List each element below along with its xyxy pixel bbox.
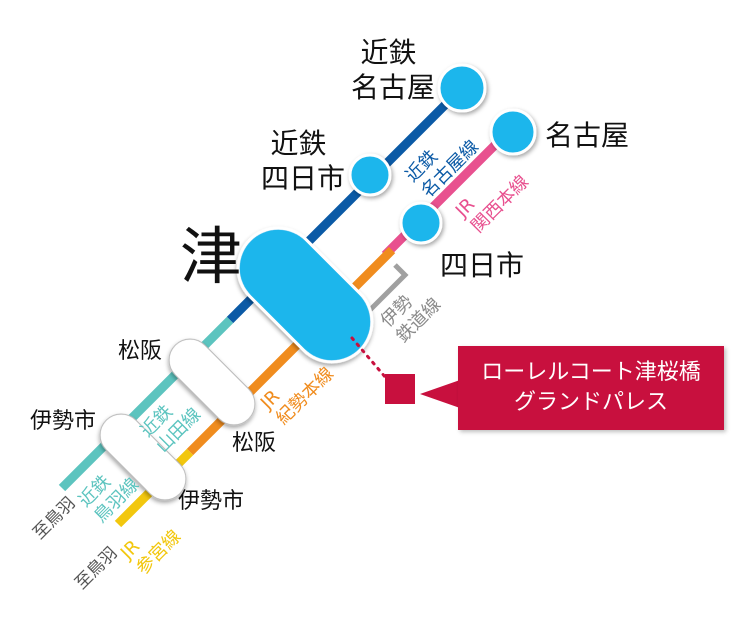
label-iseshi-left: 伊勢市 — [30, 409, 96, 434]
kintetsu-yamada-line — [111, 316, 234, 439]
station-kintetsu-nagoya — [437, 63, 487, 113]
label-kintetsu-nagoya: 近鉄 名古屋 — [351, 36, 435, 104]
callout-connector-dots — [350, 336, 388, 380]
label-to-toba-2: 至鳥羽 — [71, 543, 121, 593]
property-callout: ローレルコート津桜橋 グランドパレス — [458, 346, 724, 430]
label-kintetsu-yokkaichi: 近鉄 四日市 — [261, 127, 345, 195]
label-tsu: 津 — [180, 220, 242, 293]
property-marker — [385, 374, 415, 404]
ise-railway-line — [366, 263, 409, 314]
label-ise-railway: 伊勢 鉄道線 — [377, 279, 446, 348]
station-tsu — [236, 226, 374, 364]
transfer-matsusaka — [168, 338, 256, 426]
label-to-toba-1: 至鳥羽 — [29, 493, 79, 543]
callout-line-1: ローレルコート津桜橋 — [481, 360, 701, 385]
label-matsusaka-right: 松阪 — [232, 431, 276, 456]
transfer-iseshi — [99, 413, 187, 501]
callout-line-2: グランドパレス — [513, 390, 668, 415]
callout-pointer — [420, 380, 460, 408]
station-jr-yokkaichi — [399, 201, 443, 245]
station-jr-nagoya — [489, 108, 537, 156]
label-jr-yokkaichi: 四日市 — [440, 249, 524, 282]
label-jr-nagoya: 名古屋 — [545, 119, 629, 152]
station-kintetsu-yokkaichi — [348, 153, 392, 197]
label-matsusaka-left: 松阪 — [118, 339, 162, 364]
label-iseshi-right: 伊勢市 — [178, 489, 244, 514]
